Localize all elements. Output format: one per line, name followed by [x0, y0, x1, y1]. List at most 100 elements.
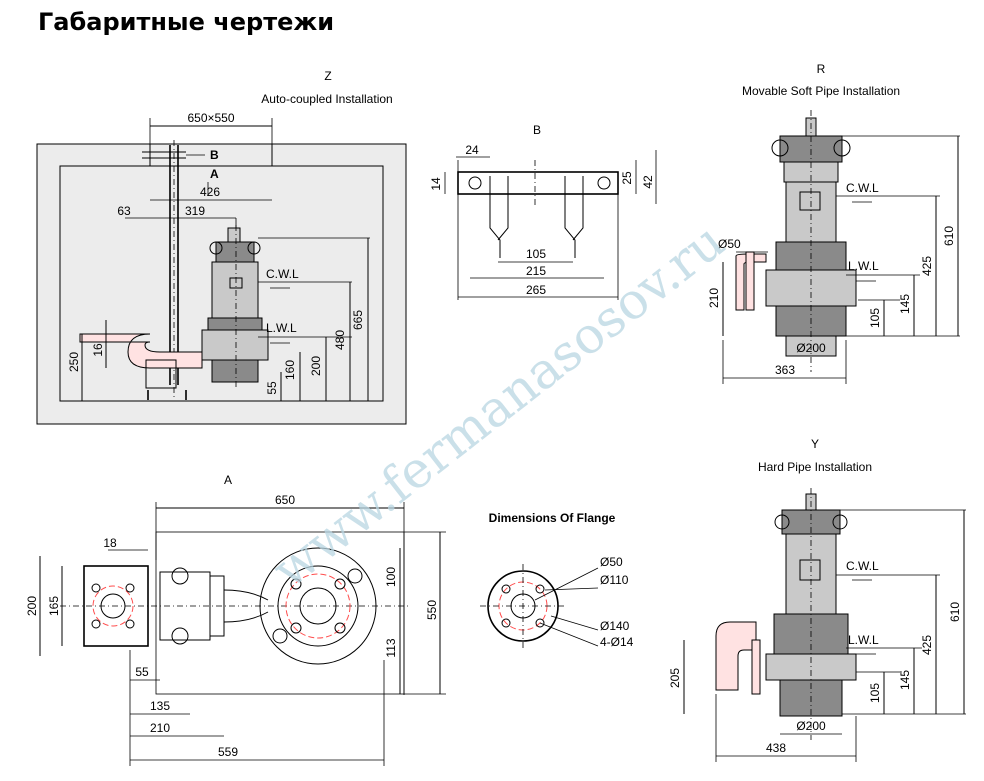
y-d105: 105: [868, 683, 882, 703]
bracket-hole-left: [468, 176, 482, 190]
view-z-letter: Z: [324, 69, 331, 83]
view-flange: Dimensions Of Flange Ø50 Ø110 Ø140 4-Ø14: [480, 511, 634, 649]
page-title: Габаритные чертежи: [38, 8, 335, 36]
pump-flange: [207, 317, 263, 331]
dim-265: 265: [526, 283, 546, 297]
fl-d50: Ø50: [600, 555, 623, 569]
y-d145: 145: [898, 670, 912, 690]
pit-inner: [59, 165, 384, 402]
pump-motor: [785, 533, 837, 615]
flange-bolt-circle: [92, 585, 134, 627]
dim-160: 160: [283, 360, 297, 380]
dim-426: 426: [200, 185, 220, 199]
dim-650x550: 650×550: [187, 111, 234, 125]
pump-bolt: [334, 578, 346, 590]
r-d50: Ø50: [718, 237, 741, 251]
pit-plan: [155, 531, 405, 695]
a-d200: 200: [25, 596, 39, 616]
a-d559: 559: [218, 745, 238, 759]
view-r-letter: R: [817, 62, 826, 76]
dim-55: 55: [265, 381, 279, 395]
lifting-eye-right: [833, 139, 851, 157]
bolt-hole: [125, 583, 135, 593]
pump-motor-circle: [277, 565, 359, 647]
flange-hole: [501, 618, 511, 628]
dim-319: 319: [185, 204, 205, 218]
y-d425: 425: [920, 635, 934, 655]
rail-bracket: [142, 151, 186, 159]
hard-pipe-flange: [751, 639, 761, 695]
a-d650: 650: [275, 493, 295, 507]
lifting-eye: [347, 568, 363, 584]
y-d205: 205: [668, 668, 682, 688]
a-d550: 550: [425, 600, 439, 620]
lwl-label: L.W.L: [266, 321, 297, 335]
dim-215: 215: [526, 264, 546, 278]
y-d200: Ø200: [796, 719, 826, 733]
coupling-flange: [209, 575, 225, 637]
fl-d140: Ø140: [600, 619, 630, 633]
bracket-plate: [457, 171, 619, 195]
pump-handle: [227, 227, 241, 243]
pump-nameplate: [799, 191, 821, 211]
fl-d4x14: 4-Ø14: [600, 635, 634, 649]
dim-200: 200: [309, 356, 323, 376]
y-d610: 610: [948, 602, 962, 622]
a-d113: 113: [384, 638, 398, 657]
r-cwl: C.W.L: [846, 181, 879, 195]
flange-leaders: [534, 567, 599, 647]
view-y-letter: Y: [811, 437, 819, 451]
view-z: Z Auto-coupled Installation 650×550 B A …: [36, 69, 407, 425]
pit-opening: [149, 143, 273, 167]
dim-14: 14: [429, 177, 443, 191]
dim-665: 665: [351, 310, 365, 330]
view-a: A 650 18 200 165 100 550 113 55 135 210 …: [25, 473, 446, 766]
y-cwl: C.W.L: [846, 559, 879, 573]
dim-250: 250: [67, 352, 81, 372]
r-d105: 105: [868, 308, 882, 328]
flange-hole: [501, 584, 511, 594]
pump-red-circle: [285, 573, 351, 639]
r-d210: 210: [707, 288, 721, 308]
r-d610: 610: [942, 226, 956, 246]
dim-25: 25: [620, 171, 634, 185]
lifting-eye-left: [771, 139, 789, 157]
coupling-lug: [171, 567, 189, 585]
r-d363: 363: [775, 363, 795, 377]
pipe-to-pump: [223, 589, 269, 623]
dim-42: 42: [641, 175, 655, 189]
flange-caption: Dimensions Of Flange: [489, 511, 616, 525]
dim-480: 480: [333, 330, 347, 350]
coupling-base: [145, 359, 177, 389]
flange-hole: [535, 618, 545, 628]
pump-bolt: [334, 622, 346, 634]
y-d438: 438: [766, 741, 786, 755]
view-z-caption: Auto-coupled Installation: [261, 92, 392, 106]
bolt-hole: [125, 619, 135, 629]
a-d135: 135: [150, 699, 170, 713]
y-lwl: L.W.L: [848, 633, 879, 647]
cwl-label: C.W.L: [266, 267, 299, 281]
r-d200: Ø200: [796, 341, 826, 355]
view-r-caption: Movable Soft Pipe Installation: [742, 84, 900, 98]
pump-bolt: [290, 622, 302, 634]
dim-16: 16: [91, 343, 105, 357]
dim-63: 63: [117, 204, 131, 218]
view-y: Y Hard Pipe Installation C.W.L L.W.L 610…: [668, 437, 966, 762]
pump-volute: [201, 329, 269, 361]
lifting-eye-left: [209, 241, 223, 255]
flange-hole: [535, 584, 545, 594]
a-d165: 165: [47, 596, 61, 616]
view-a-letter: A: [224, 473, 232, 487]
bolt-hole: [91, 583, 101, 593]
lifting-eye-right: [247, 241, 261, 255]
pump-motor: [211, 261, 259, 319]
a-d100: 100: [384, 567, 398, 587]
view-b-letter: B: [533, 123, 541, 137]
bracket-hole-right: [597, 176, 611, 190]
pump-base: [211, 359, 259, 383]
r-d425: 425: [920, 256, 934, 276]
a-d55: 55: [135, 665, 149, 679]
lifting-eye: [272, 628, 288, 644]
